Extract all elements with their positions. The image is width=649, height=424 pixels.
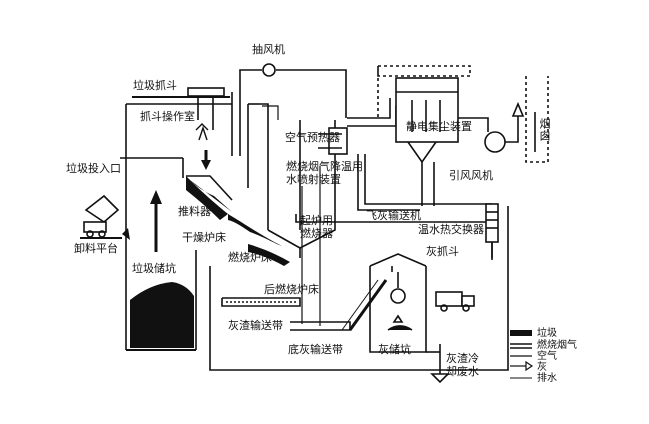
bunker-building [120, 92, 233, 351]
flue-gas-path [318, 98, 397, 155]
ash-storage [369, 253, 427, 353]
label-post-combustion-grate: 后燃烧炉床 [264, 283, 319, 296]
legend-label-drain: 排水 [537, 373, 557, 384]
slag-conveyor [221, 297, 301, 307]
unloading-truck [80, 194, 130, 240]
label-chimney: 烟囱 [538, 118, 551, 142]
drain-lines [209, 206, 509, 384]
label-flue-gas-spray: 燃烧烟气降温用水喷射装置 [286, 160, 363, 186]
legend-label-fluegas: 燃烧烟气 [537, 340, 577, 351]
legend-swatch-waste [510, 330, 532, 336]
label-air-preheater: 空气预热器 [285, 131, 340, 144]
label-ash-pit: 灰储坑 [378, 343, 411, 356]
waste-pile [130, 282, 194, 348]
induced-fan [458, 101, 525, 153]
chimney [525, 76, 549, 163]
label-grab-control-room: 抓斗操作室 [140, 110, 195, 123]
air-lines [262, 105, 321, 326]
legend-label-ash: 灰 [537, 362, 547, 373]
label-startup-burner: 起炉用燃烧器 [300, 214, 333, 240]
label-bottom-ash-conveyor: 底灰输送带 [288, 343, 343, 356]
ash-truck [435, 291, 475, 312]
legend [510, 330, 534, 379]
label-ash-grab: 灰抓斗 [426, 245, 459, 258]
label-slag-cooling-water: 灰渣冷却废水 [446, 352, 479, 378]
label-combustion-grate: 燃烧炉床 [228, 251, 272, 264]
label-waste-pit: 垃圾储坑 [132, 262, 176, 275]
label-slag-conveyor: 灰渣输送带 [228, 319, 283, 332]
legend-label-waste: 垃圾 [537, 328, 557, 339]
label-exhaust-fan: 抽风机 [252, 43, 285, 56]
electrostatic-precipitator [377, 65, 471, 206]
fly-ash-line [295, 154, 499, 260]
label-feeder: 推料器 [178, 205, 211, 218]
grab-crane [187, 87, 225, 141]
label-waste-inlet: 垃圾投入口 [66, 162, 121, 175]
furnace [186, 103, 336, 266]
label-warm-water-exchanger: 温水热交换器 [418, 223, 484, 236]
legend-swatch-ash [510, 360, 534, 372]
label-fly-ash-conveyor: 飞灰输送机 [366, 209, 421, 222]
label-induced-fan: 引风风机 [449, 169, 493, 182]
label-electrostatic-precipitator: 静电集尘装置 [406, 120, 472, 133]
exhaust-fan [239, 63, 347, 156]
legend-swatch-fluegas [510, 343, 532, 349]
waste-lift-arrow [150, 190, 162, 252]
label-unloading-platform: 卸料平台 [74, 242, 118, 255]
label-drying-grate: 干燥炉床 [182, 231, 226, 244]
label-grab-bucket: 垃圾抓斗 [133, 79, 177, 92]
legend-label-air: 空气 [537, 351, 557, 362]
grab-down-arrow [201, 150, 211, 170]
